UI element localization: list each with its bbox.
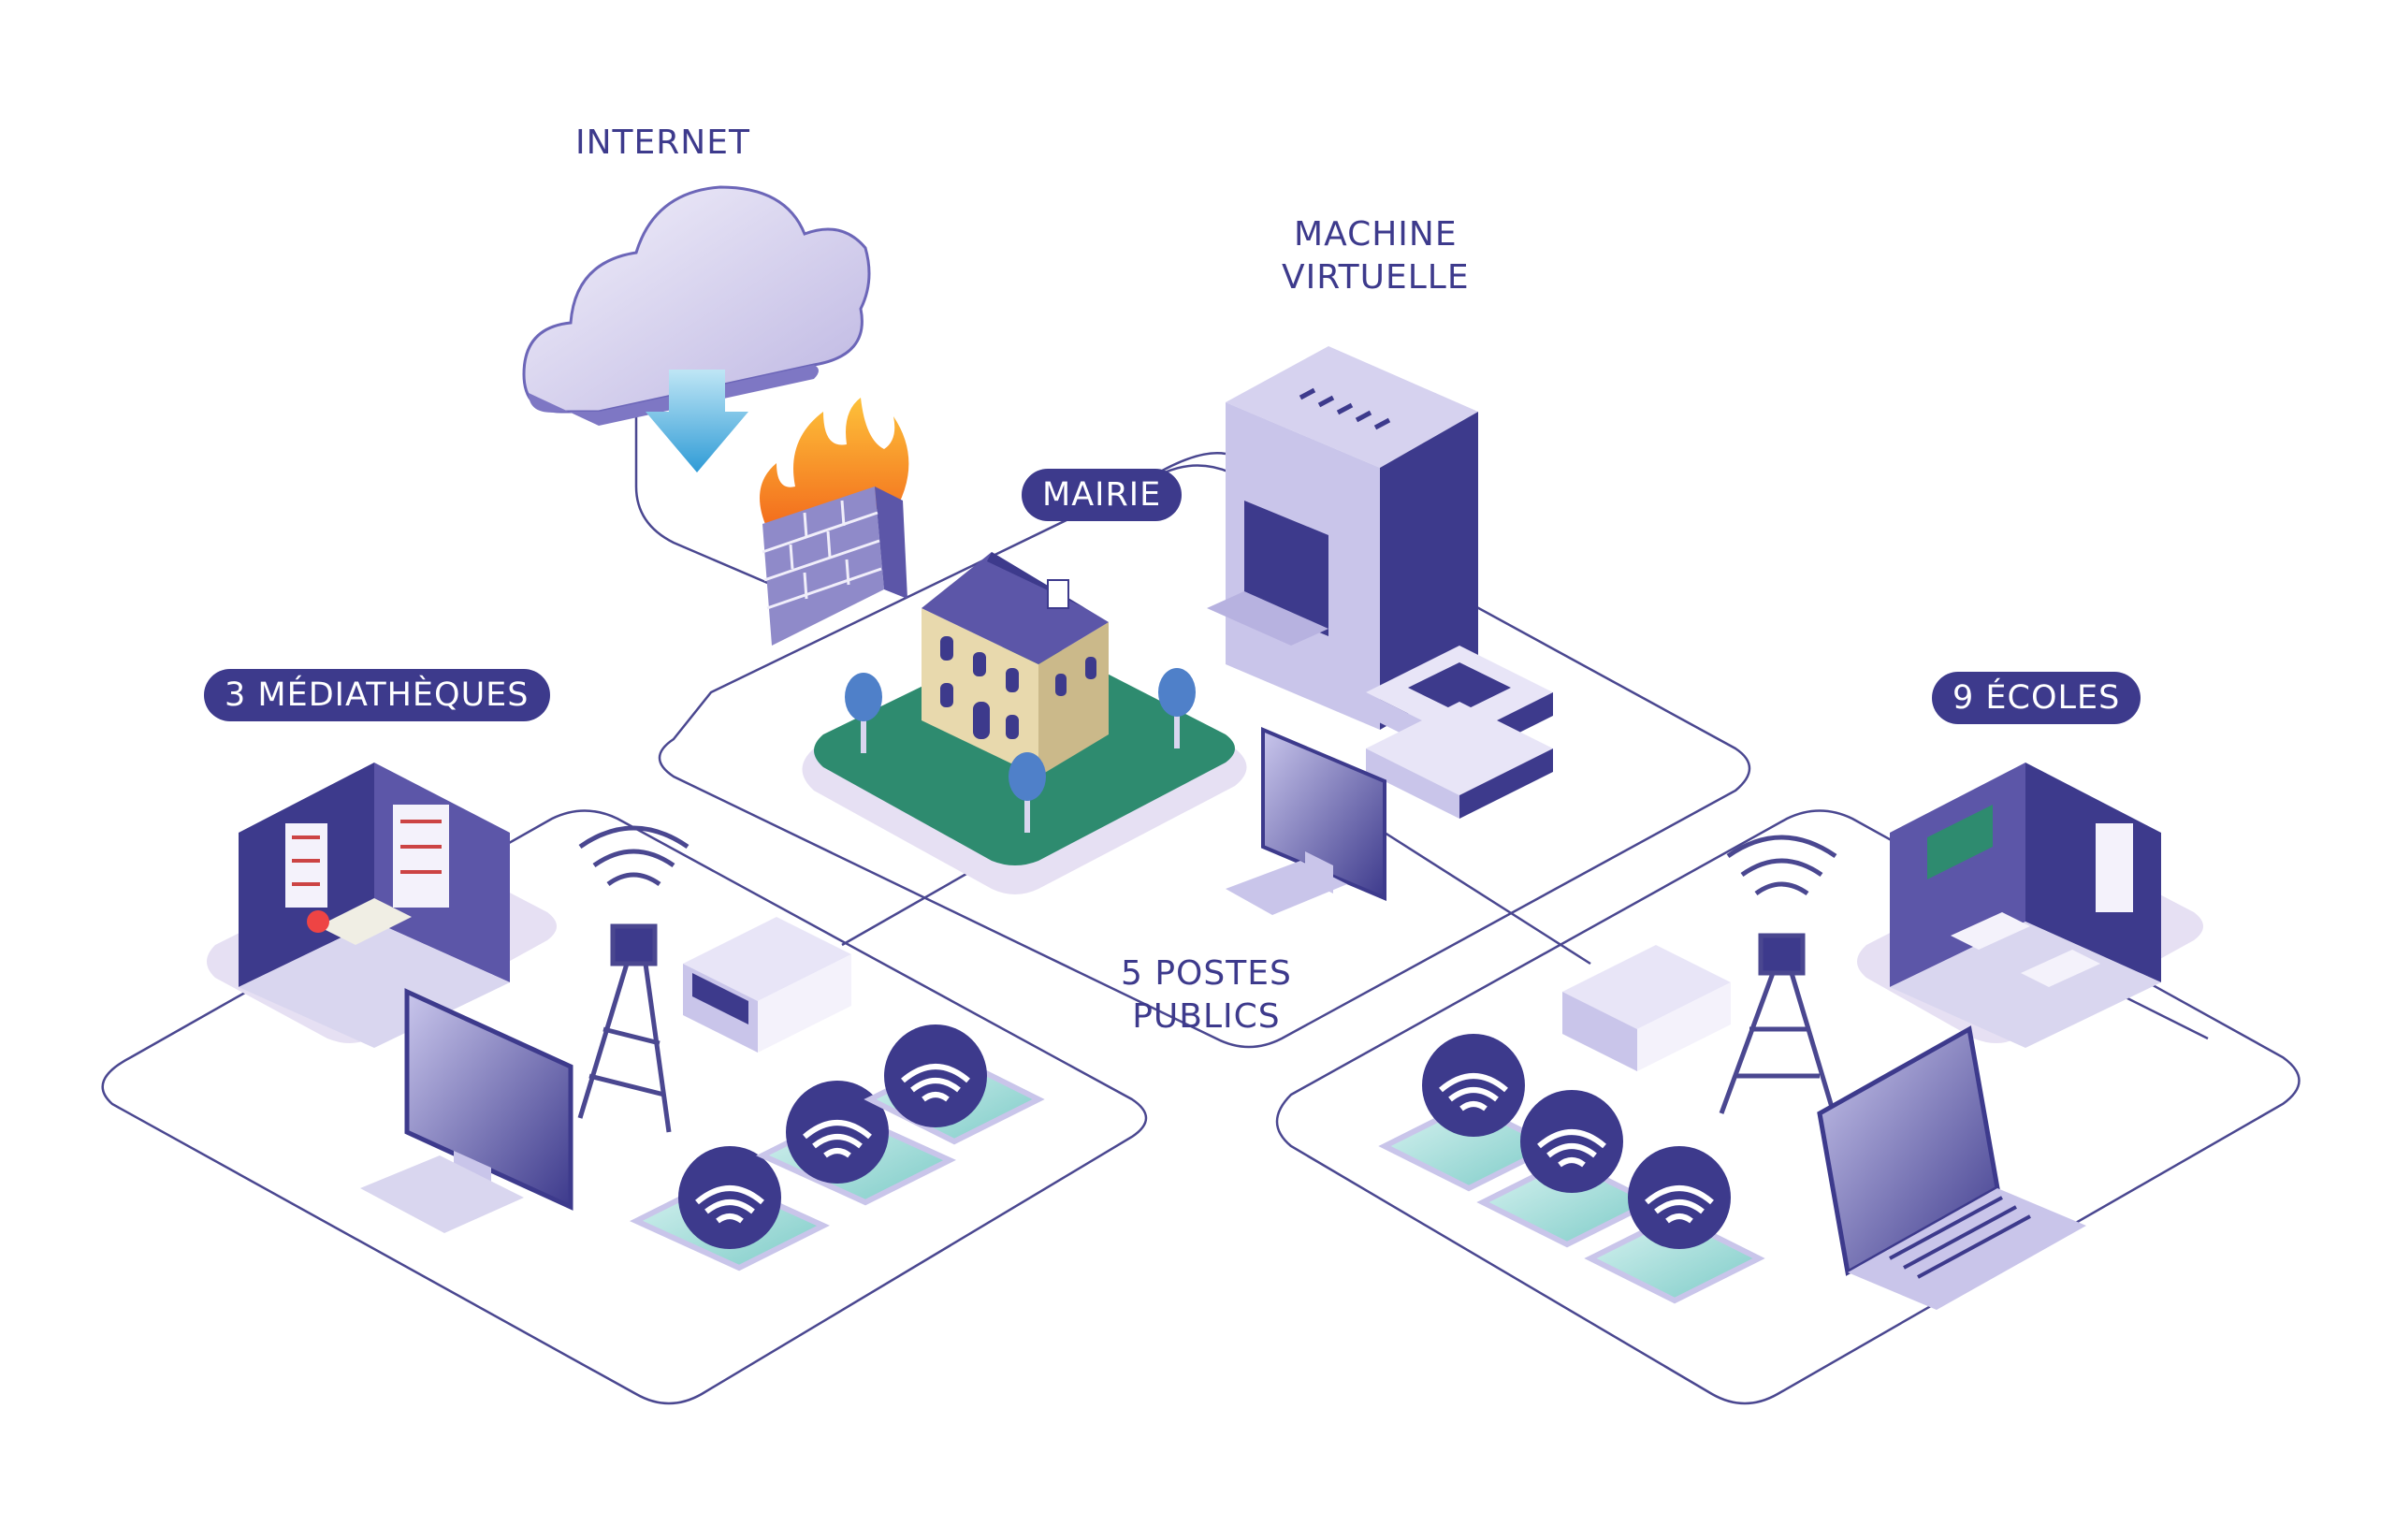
wifi-icon: [678, 1146, 781, 1249]
mairie-building: [802, 552, 1247, 894]
tablet-icon: [864, 1024, 1045, 1145]
center-to-left-cable: [841, 868, 974, 947]
right-tablets: [1378, 1034, 1765, 1304]
cloud-cable: [634, 402, 806, 601]
machine-virtuelle-line1: MACHINE: [1294, 215, 1458, 254]
right-switch-icon: [1562, 945, 1731, 1071]
left-antenna-tower-icon: [577, 825, 689, 1133]
wifi-icon: [1628, 1146, 1731, 1249]
tablet-icon: [1378, 1034, 1560, 1192]
machine-virtuelle-label: MACHINE VIRTUELLE: [1282, 213, 1470, 299]
tablet-icon: [1584, 1146, 1765, 1304]
wifi-icon: [884, 1024, 987, 1127]
left-computer-icon: [360, 988, 573, 1233]
region-outlines: [101, 464, 2301, 1405]
machine-virtuelle-line2: VIRTUELLE: [1282, 258, 1470, 297]
tablet-icon: [630, 1146, 830, 1271]
left-region-outline: [101, 809, 1148, 1405]
center-to-right-cable: [1384, 831, 1591, 966]
left-switch-icon: [683, 917, 851, 1053]
public-computer-icon: [1226, 726, 1386, 915]
wifi-icon: [786, 1081, 889, 1184]
tablet-icon: [756, 1081, 956, 1206]
mairie-label: MAIRIE: [1022, 469, 1183, 521]
download-arrow-icon: [646, 370, 748, 472]
rack-unit-icons: [1366, 646, 1553, 819]
postes-publics-label: 5 POSTES PUBLICS: [1121, 952, 1292, 1039]
internet-label: INTERNET: [575, 123, 750, 162]
wifi-icon: [1422, 1034, 1525, 1137]
mediatheques-label: 3 MÉDIATHÈQUES: [204, 669, 550, 721]
postes-publics-line2: PUBLICS: [1132, 997, 1281, 1036]
mediatheque-room: [207, 763, 557, 1048]
cables: [467, 402, 2209, 1040]
wifi-icon: [1520, 1090, 1623, 1193]
tree-icons: [845, 668, 1196, 833]
right-region-outline: [1275, 809, 2301, 1405]
ecoles-label: 9 ÉCOLES: [1932, 672, 2141, 724]
tablet-icon: [1476, 1090, 1658, 1248]
left-tablets: [630, 1024, 1045, 1271]
postes-publics-line1: 5 POSTES: [1121, 954, 1292, 993]
cloud-icon: [522, 185, 871, 426]
right-antenna-tower-icon: [1719, 835, 1837, 1114]
center-region-outline: [658, 464, 1751, 1049]
ecoles-cable: [2113, 990, 2209, 1040]
laptop-icon: [1817, 1025, 2086, 1310]
ecole-room: [1857, 763, 2203, 1048]
firewall-icon: [760, 398, 909, 646]
